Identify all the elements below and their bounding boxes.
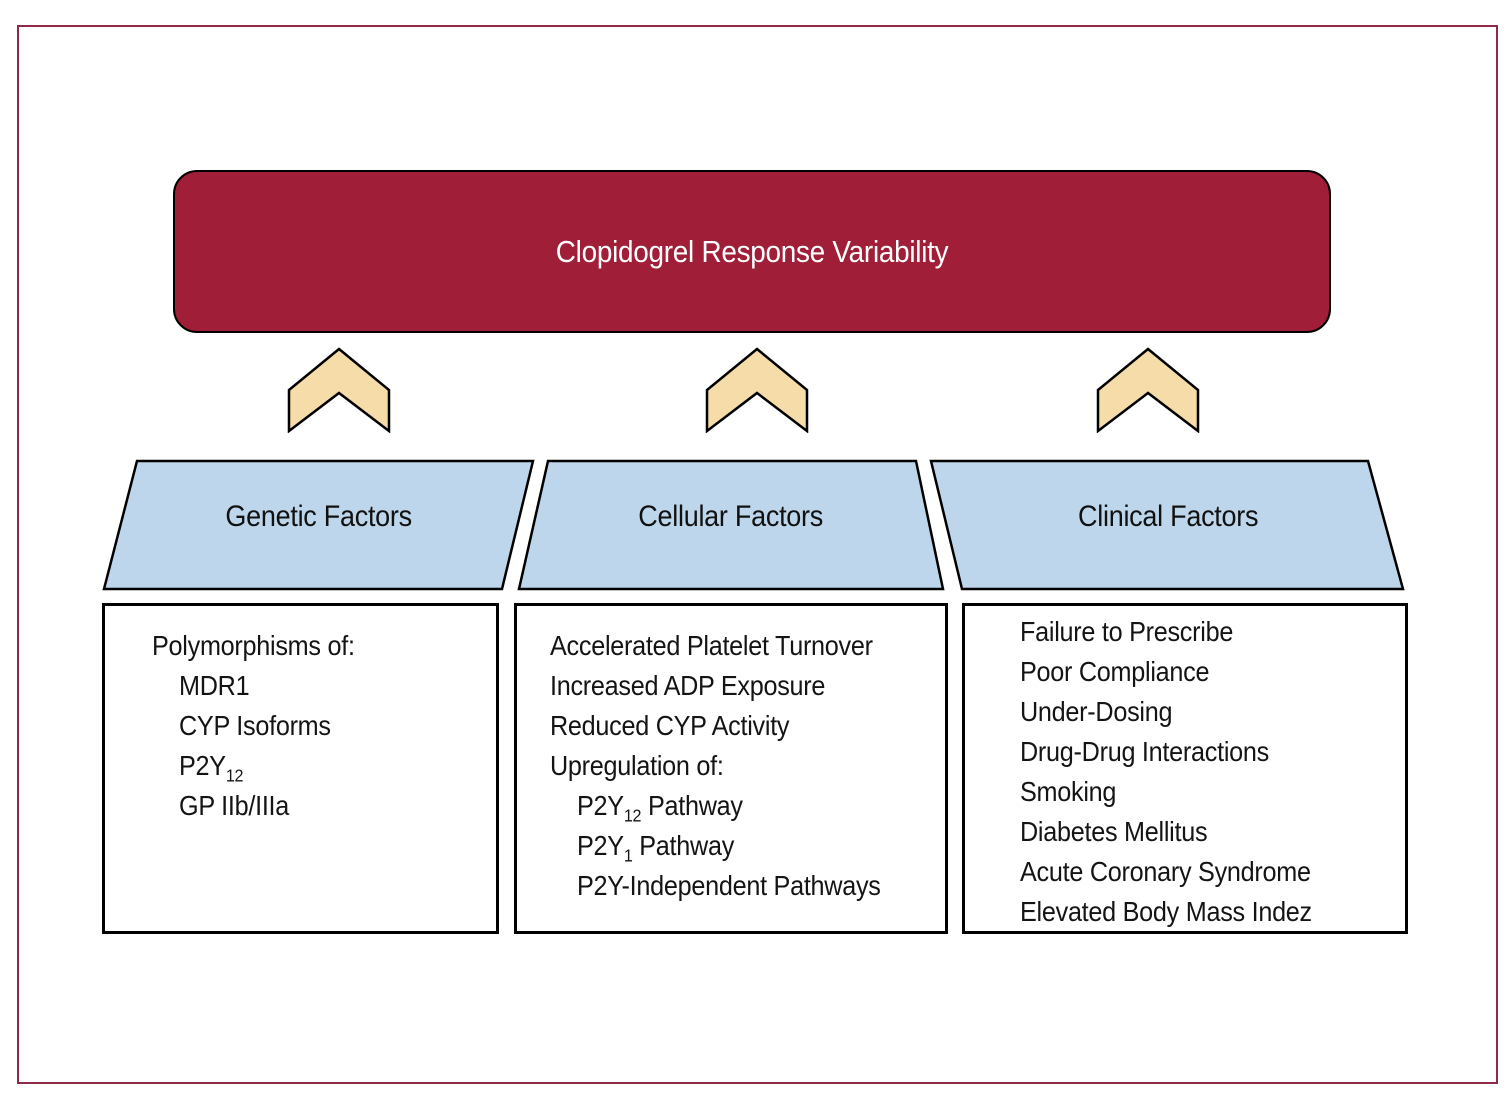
list-item: Smoking (1020, 776, 1117, 807)
list-item: Acute Coronary Syndrome (1020, 856, 1311, 887)
list-item: Upregulation of: (550, 750, 724, 781)
list-item: Polymorphisms of: (152, 630, 355, 661)
trapezoid-shape (102, 459, 535, 591)
list-item: P2Y1 Pathway (577, 830, 735, 866)
up-chevron-icon (287, 347, 391, 433)
list-item: Elevated Body Mass Indez (1020, 896, 1312, 927)
trapezoid-shape (517, 459, 945, 591)
list-item: Accelerated Platelet Turnover (550, 630, 873, 661)
category-header-cellular: Cellular Factors (512, 458, 949, 592)
list-item: MDR1 (179, 670, 250, 701)
category-header-label-wrap: Clinical Factors (928, 458, 1408, 592)
list-item: Drug-Drug Interactions (1020, 736, 1269, 767)
list-item: Increased ADP Exposure (550, 670, 826, 701)
category-header-clinical: Clinical Factors (928, 458, 1408, 592)
list-item: GP IIb/IIIa (179, 790, 290, 821)
list-item: Reduced CYP Activity (550, 710, 790, 741)
category-header-label: Clinical Factors (1077, 500, 1259, 533)
category-header-label: Genetic Factors (225, 500, 412, 533)
list-item: Diabetes Mellitus (1020, 816, 1208, 847)
up-chevron-icon (705, 347, 809, 433)
trapezoid-shape (929, 459, 1405, 591)
category-header-genetic: Genetic Factors (100, 458, 537, 592)
title-text: Clopidogrel Response Variability (555, 233, 949, 269)
list-item: P2Y12 Pathway (577, 790, 743, 826)
title-banner: Clopidogrel Response Variability (173, 170, 1331, 333)
cellular-factors-list: Accelerated Platelet Turnover Increased … (514, 603, 948, 934)
list-item: Failure to Prescribe (1020, 616, 1234, 647)
list-item: Poor Compliance (1020, 656, 1210, 687)
up-chevron-icon (1096, 347, 1200, 433)
figure-frame (17, 25, 1498, 1084)
clinical-factors-list: Failure to Prescribe Poor Compliance Und… (962, 603, 1408, 934)
category-header-label: Cellular Factors (638, 500, 823, 533)
list-item: P2Y12 (179, 750, 244, 786)
list-item: CYP Isoforms (179, 710, 331, 741)
category-header-label-wrap: Genetic Factors (100, 458, 537, 592)
category-header-label-wrap: Cellular Factors (512, 458, 949, 592)
genetic-factors-list: Polymorphisms of: MDR1 CYP Isoforms P2Y1… (102, 603, 499, 934)
list-item: Under-Dosing (1020, 696, 1173, 727)
list-item: P2Y-Independent Pathways (577, 870, 881, 901)
